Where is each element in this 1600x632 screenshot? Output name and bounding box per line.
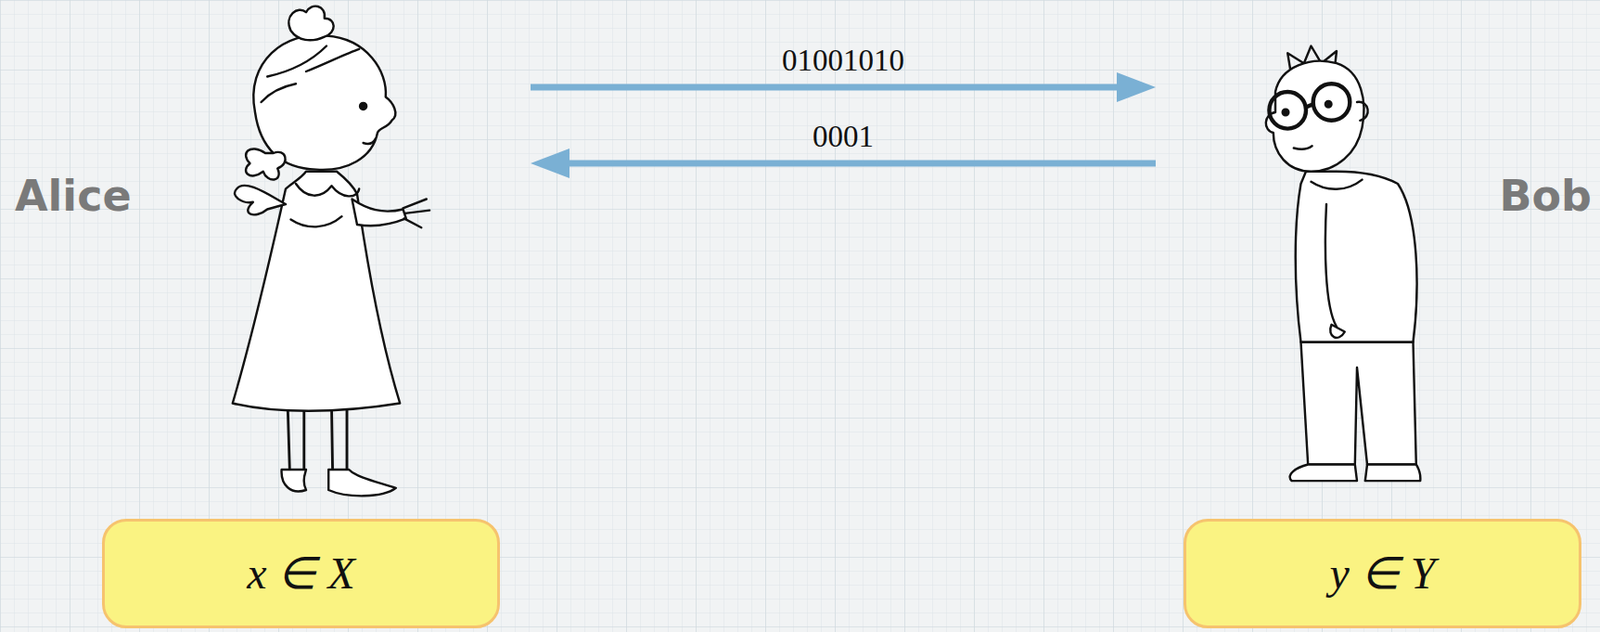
message-arrow-group xyxy=(530,148,1156,179)
bob-figure xyxy=(1266,46,1421,482)
input-box: x ∈ X xyxy=(102,518,500,628)
message-arrow xyxy=(530,84,1121,91)
arrowhead xyxy=(1116,72,1156,103)
bit-string: 01001010 xyxy=(781,45,905,77)
arrowhead xyxy=(530,148,570,179)
input-box: y ∈ Y xyxy=(1183,518,1582,628)
message-arrow xyxy=(565,160,1156,167)
person-name: Alice xyxy=(14,172,132,220)
variable-label: y ∈ Y xyxy=(1330,549,1436,599)
person-figure: Bob xyxy=(1155,0,1596,515)
person-figure: Alice xyxy=(9,0,531,515)
variable-label: x ∈ X xyxy=(246,549,356,599)
alice-figure xyxy=(232,6,430,497)
message-arrow-group xyxy=(530,72,1156,103)
bit-string: 0001 xyxy=(812,121,874,153)
person-name: Bob xyxy=(1498,172,1592,220)
